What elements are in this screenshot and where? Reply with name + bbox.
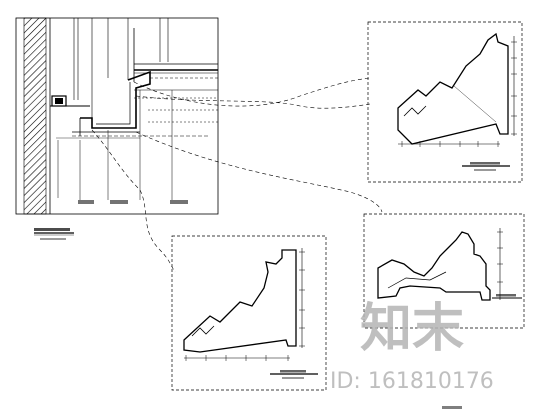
- leader-label-blob: [170, 200, 188, 204]
- main-section-frame: [15, 17, 219, 215]
- connector-to-top-detail: [133, 77, 371, 107]
- cornice-profile: [183, 249, 297, 353]
- cornice-step-profile: [80, 70, 151, 129]
- cornice-teeth: [403, 105, 427, 117]
- watermark-id: ID: 161810176: [330, 369, 494, 394]
- detail-title-text: [280, 370, 306, 373]
- cornice-inner-line: [96, 82, 131, 125]
- detail-scale-text: [474, 169, 496, 171]
- cornice-profile: [397, 32, 509, 145]
- leader-label-blob: [78, 200, 94, 204]
- horizontal-dimension-ticks: [401, 141, 499, 147]
- detail-title-text: [470, 162, 500, 165]
- leader-label-blob: [110, 200, 128, 204]
- detail-title-text: [496, 294, 516, 297]
- section-title-text: [34, 228, 70, 231]
- horizontal-dimension-ticks: [185, 355, 289, 361]
- watermark: 知末 ID: 161810176: [330, 299, 494, 394]
- detail-bottom-left: [171, 235, 327, 391]
- detail-frame: [171, 235, 327, 391]
- dimension-ticks: [134, 89, 218, 123]
- connector-to-top-detail-2: [135, 95, 371, 109]
- detail-frame: [367, 21, 523, 183]
- molding-profile: [377, 231, 491, 301]
- section-scale-text: [40, 238, 66, 240]
- bottom-caption-text: [442, 406, 462, 409]
- main-ceiling-section: [15, 17, 219, 240]
- detail-scale-text: [282, 377, 304, 379]
- detail-bottom-right: [363, 213, 525, 329]
- diagonal-dimension: [453, 85, 497, 123]
- vertical-dimension-ticks: [511, 41, 517, 135]
- light-fixture-core: [55, 98, 63, 104]
- cornice-teeth: [191, 325, 215, 337]
- vertical-dimension-ticks: [299, 251, 305, 347]
- watermark-brand: 知末: [360, 299, 464, 359]
- connector-to-bottom-left-detail: [91, 129, 176, 273]
- detail-frame: [363, 213, 525, 329]
- detail-top-right: [367, 21, 523, 183]
- hatched-wall: [23, 17, 47, 215]
- callout-connectors: [91, 77, 383, 273]
- molding-curve: [387, 271, 447, 289]
